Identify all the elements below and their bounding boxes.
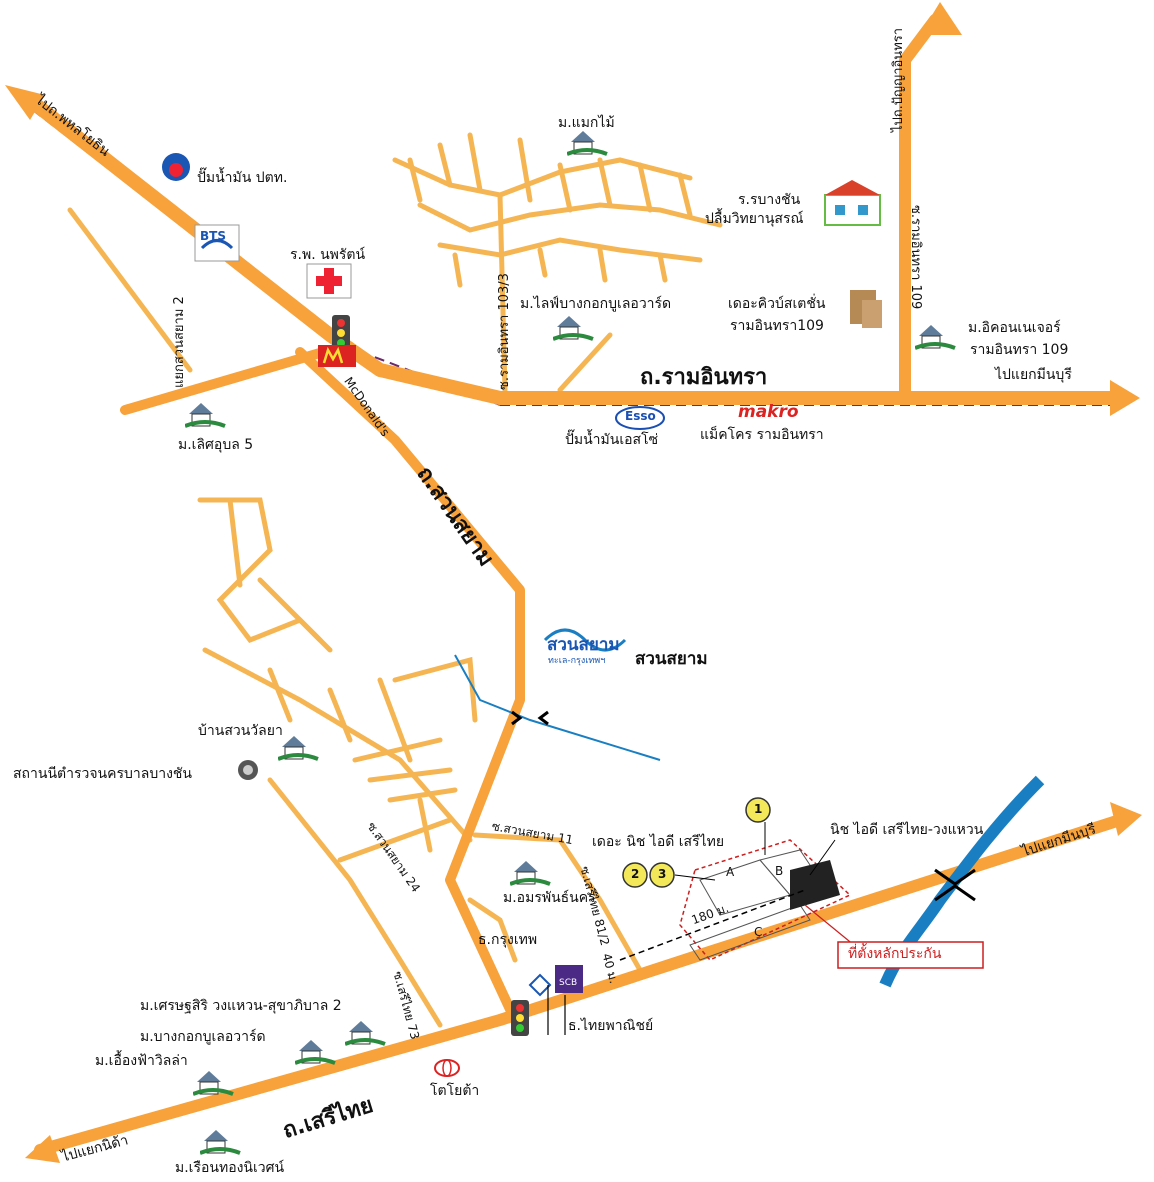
traffic-light-south <box>511 1000 529 1036</box>
label-esso: ปั๊มน้ำมันเอสโซ่ <box>565 432 659 448</box>
label-qhouse-1: เดอะคิวบ์สเตชั่น <box>728 296 826 312</box>
house-icon <box>510 861 551 886</box>
ptt-logo-icon <box>162 153 190 181</box>
toyota-logo-icon <box>434 1059 460 1077</box>
bridge-suansiam <box>511 710 549 726</box>
hospital-cross-icon <box>306 263 352 299</box>
project-site <box>619 822 861 961</box>
house-icon <box>567 131 608 156</box>
suansiam-logo-subtext: ทะเล-กรุงเทพฯ <box>548 656 606 666</box>
label-lifebang: ม.ไลฟ์บางกอกบูเลอวาร์ด <box>520 296 672 312</box>
direction-label-panya: ไปถ.ปัญญาอินทรา <box>891 27 906 132</box>
marker-2: 2 <box>631 867 640 881</box>
house-icon <box>295 1040 336 1065</box>
road-label-ramintra: ถ.รามอินทรา <box>640 365 768 390</box>
label-suansiam: สวนสยาม <box>635 649 708 669</box>
label-project-main: เดอะ นิช ไอดี เสรีไทย <box>592 834 725 850</box>
label-collateral: ที่ตั้งหลักประกัน <box>848 946 942 962</box>
house-icon <box>193 1071 234 1096</box>
marker-3: 3 <box>658 867 667 881</box>
label-ruenthong: ม.เรือนทองนิเวศน์ <box>175 1160 285 1176</box>
label-baan-suan: บ้านสวนวัลยา <box>198 723 283 739</box>
label-project-ring: นิช ไอดี เสรีไทย-วงแหวน <box>830 822 984 838</box>
soi-label-103: ซ.รามอินทรา 103/3 <box>497 273 512 390</box>
label-icon-1: ม.อิคอนเนเจอร์ <box>968 320 1061 336</box>
minor-lanes-north <box>67 132 723 393</box>
label-hospital: ร.พ. นพรัตน์ <box>290 247 366 263</box>
label-setthasiri: ม.เศรษฐสิริ วงแหวน-สุขาภิบาล 2 <box>140 998 342 1014</box>
bridge-serithai <box>934 868 976 902</box>
soi-label-2: แยกสวนสยาม 2 <box>172 296 187 388</box>
label-bangkok-blvd: ม.บางกอกบูเลอวาร์ด <box>140 1029 266 1045</box>
scb-logo-icon <box>555 965 583 993</box>
house-icon <box>200 1130 241 1155</box>
label-icon-2: รามอินทรา 109 <box>970 342 1069 358</box>
direction-label-minburi-top: ไปแยกมีนบุรี <box>995 367 1072 383</box>
minor-lanes-south <box>197 497 643 1028</box>
scb-logo-text: SCB <box>559 978 578 988</box>
label-bangkok-bank: ธ.กรุงเทพ <box>478 932 538 948</box>
label-ptt: ปั๊มน้ำมัน ปตท. <box>197 170 288 186</box>
police-badge-icon <box>238 760 258 780</box>
house-icon <box>185 403 226 428</box>
label-amorn: ม.อมรพันธ์นคร <box>503 890 596 906</box>
label-scb: ธ.ไทยพาณิชย์ <box>568 1018 654 1034</box>
suansiam-wave-icon <box>543 628 627 652</box>
house-icon <box>915 325 956 350</box>
building-icon <box>850 290 882 328</box>
mcdonalds-logo-icon <box>318 345 356 367</box>
bts-logo-icon <box>194 224 240 262</box>
suansiam-logo-text: สวนสยาม <box>547 635 620 655</box>
esso-logo-text: Esso <box>625 409 656 423</box>
house-icon <box>345 1021 386 1046</box>
label-toyota: โตโยต้า <box>430 1083 480 1099</box>
label-school-1: ร.รบางชัน <box>738 192 801 208</box>
collateral-box <box>837 941 984 969</box>
road-arrowheads <box>5 2 1142 1163</box>
soi-label-109: ซ.รามอินทรา 109 <box>908 205 923 310</box>
label-block-a: A <box>726 865 735 879</box>
label-school-2: ปลื้มวิทยานุสรณ์ <box>705 211 804 227</box>
bangkok-bank-icon <box>528 973 552 997</box>
makro-logo-text: makro <box>738 402 799 422</box>
label-block-b: B <box>775 864 784 878</box>
label-block-c: C <box>754 925 763 939</box>
label-qhouse-2: รามอินทรา109 <box>730 318 824 334</box>
marker-1: 1 <box>754 802 763 816</box>
label-bts: BTS <box>200 229 226 243</box>
label-maekmai: ม.แมกไม้ <box>558 115 615 131</box>
house-icon <box>278 736 319 761</box>
label-lerson: ม.เลิศอุบล 5 <box>178 437 254 453</box>
school-icon <box>824 180 881 226</box>
label-police: สถานนีตำรวจนครบาลบางชัน <box>13 766 192 782</box>
label-makro: แม็คโคร รามอินทรา <box>700 427 824 443</box>
house-icon <box>553 316 594 341</box>
marker-circles <box>622 797 771 888</box>
esso-logo-icon <box>615 406 665 430</box>
label-eungfa: ม.เอื้องฟ้าวิลล่า <box>95 1053 188 1069</box>
